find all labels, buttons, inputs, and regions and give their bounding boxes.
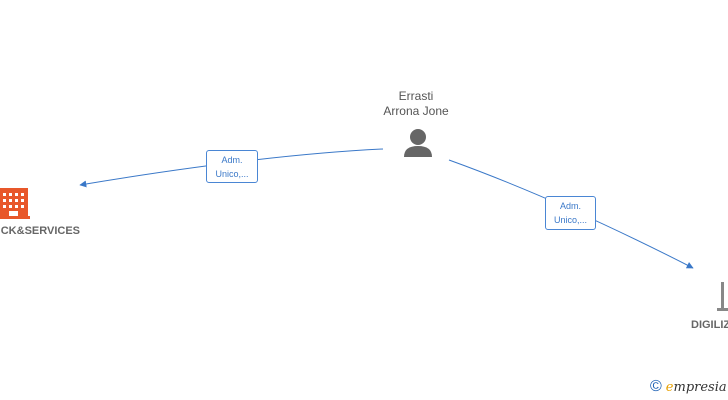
edge-label-right-line2: Unico,... — [553, 215, 587, 225]
edge-label-left-line2: Unico,... — [215, 169, 249, 179]
brand-initial: e — [665, 379, 674, 395]
building-icon[interactable] — [717, 282, 728, 311]
person-name-line1: Errasti — [398, 89, 434, 103]
company-left-name-line1: CK&SERVICES — [0, 225, 80, 237]
person-name-line2: Arrona Jone — [383, 104, 449, 118]
company-right-label[interactable]: DIGILIZ — [691, 318, 728, 333]
edge-label-right-line1: Adm. — [559, 201, 581, 211]
brand-watermark[interactable]: © empresia — [650, 378, 727, 396]
edge-label-right[interactable]: Adm. Unico,... — [545, 196, 596, 230]
building-icon[interactable] — [0, 188, 30, 219]
company-right-name-line1: DIGILIZ — [691, 319, 728, 331]
edge-label-left-line1: Adm. — [221, 155, 243, 165]
company-left-label[interactable]: CK&SERVICES SL — [0, 224, 80, 254]
person-node-label[interactable]: Errasti Arrona Jone — [376, 89, 456, 119]
brand-name: empresia — [666, 380, 727, 395]
edge-label-left[interactable]: Adm. Unico,... — [206, 150, 258, 183]
copyright-icon: © — [650, 378, 662, 395]
person-icon[interactable] — [404, 129, 432, 157]
brand-name-rest: mpresia — [673, 379, 727, 395]
